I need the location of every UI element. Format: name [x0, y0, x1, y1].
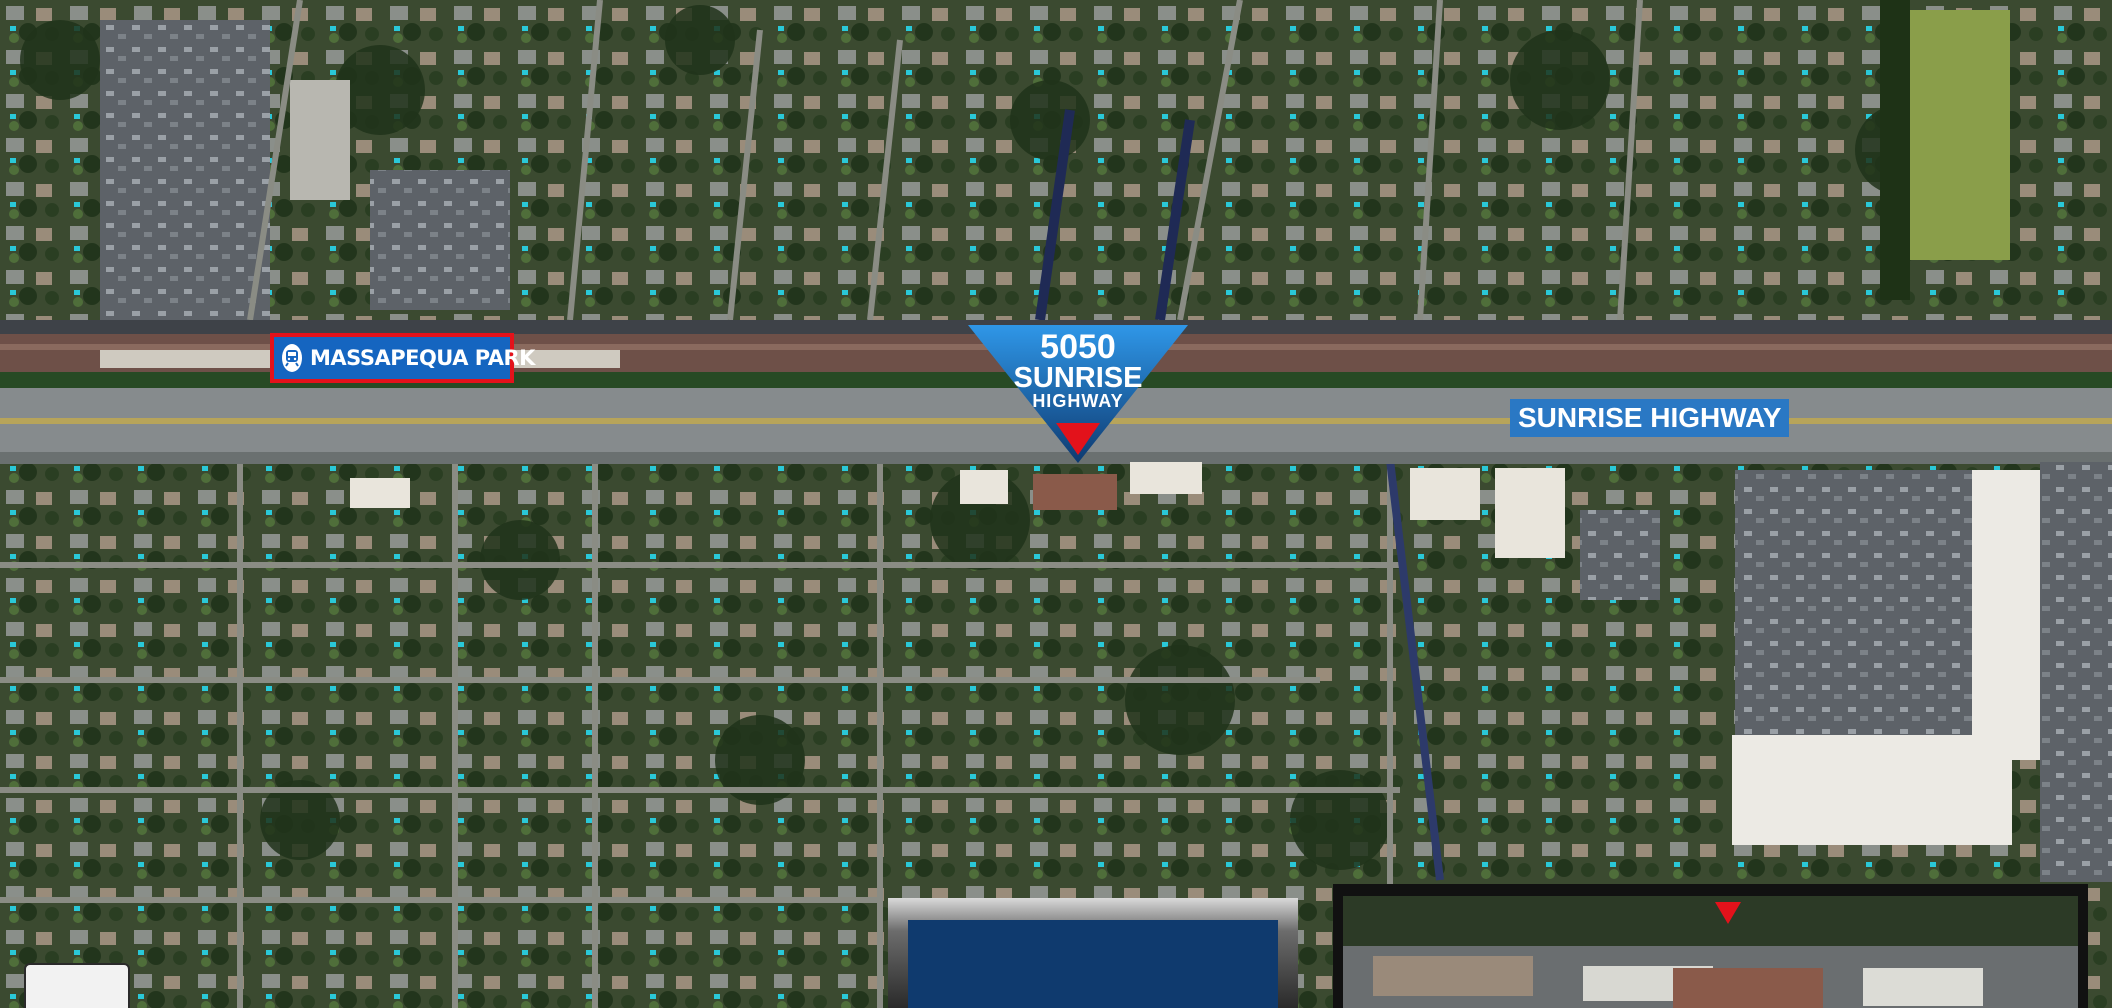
info-card [888, 898, 1298, 1008]
info-card-panel [908, 920, 1278, 1008]
train-icon [282, 344, 302, 372]
address-street: SUNRISE [1013, 362, 1143, 394]
corner-panel [24, 963, 130, 1008]
station-label[interactable]: MASSAPEQUA PARK [270, 333, 535, 383]
property-photo [1343, 896, 2078, 1008]
property-marker-label: 5050 SUNRISE HIGHWAY [968, 330, 1188, 410]
property-photo-inset [1333, 884, 2088, 1008]
photo-marker-icon [1715, 902, 1741, 924]
location-triangle-icon[interactable] [968, 325, 1188, 465]
address-street-type: HIGHWAY [1032, 391, 1124, 411]
station-name: MASSAPEQUA PARK [310, 346, 535, 370]
highway-label: SUNRISE HIGHWAY [1510, 399, 1790, 437]
address-number: 5050 [1040, 328, 1116, 366]
